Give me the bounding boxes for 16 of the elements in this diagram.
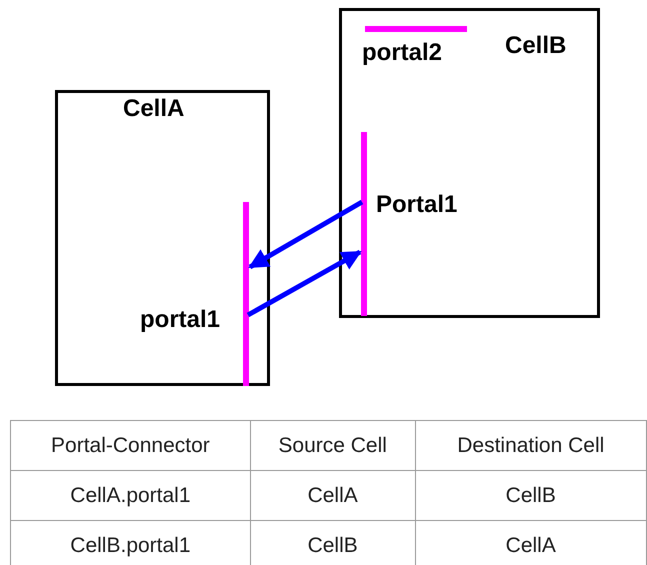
table-entry: CellA.portal1 [10,470,250,520]
cell-box [55,90,270,386]
column-header: Portal-Connector [10,420,250,470]
cell-box [339,8,600,318]
table-entry: CellB.portal1 [10,520,250,565]
table-entry: CellB [415,470,646,520]
cell-title: CellB [505,33,566,59]
table-entry: CellA [250,470,416,520]
portal-label: portal2 [362,40,442,66]
portal-label: Portal1 [376,192,458,218]
cell-title: CellA [123,96,184,122]
portal-label: portal1 [140,307,220,333]
column-header: Source Cell [250,420,416,470]
arrow [248,200,364,270]
column-header: Destination Cell [415,420,646,470]
arrow [246,250,362,318]
